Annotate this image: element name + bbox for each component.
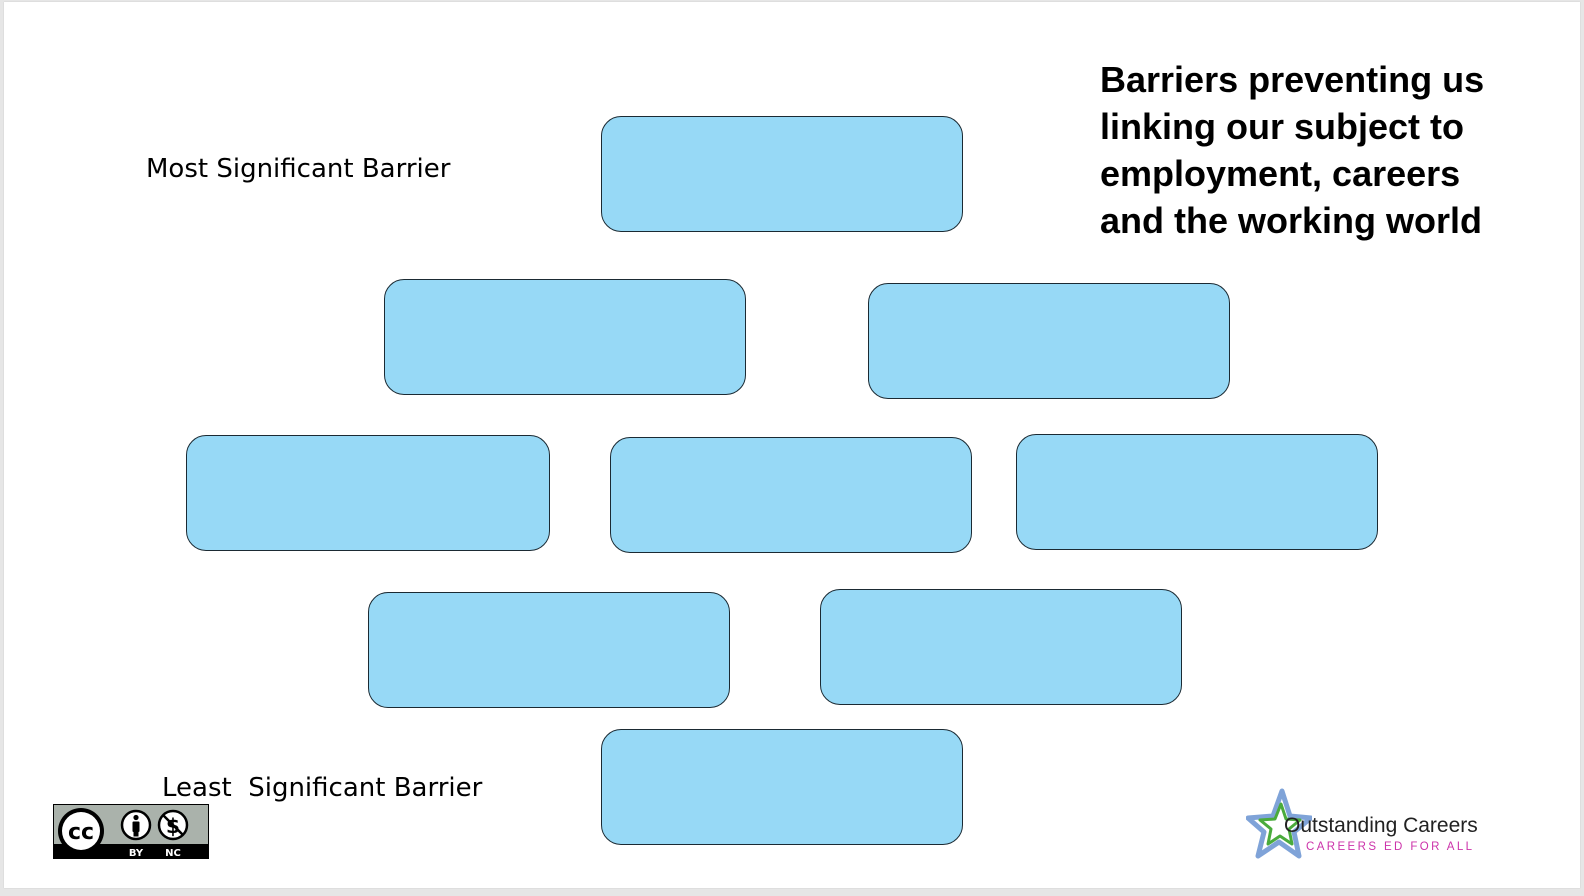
nc-text: NC	[165, 848, 181, 859]
barrier-box-rank-5[interactable]	[601, 729, 963, 845]
title-line-1: Barriers preventing us	[1100, 59, 1485, 100]
by-text: BY	[129, 848, 144, 859]
logo-name: Outstanding Careers	[1284, 814, 1478, 837]
barrier-box-rank-2b[interactable]	[868, 283, 1230, 399]
barrier-box-rank-4a[interactable]	[368, 592, 730, 708]
barrier-box-rank-2a[interactable]	[384, 279, 746, 395]
cc-by-nc-license-badge: cc $ BY NC	[53, 804, 209, 859]
slide: Barriers preventing us linking our subje…	[4, 2, 1580, 888]
logo-tagline: CAREERS ED FOR ALL	[1306, 841, 1475, 853]
barrier-box-rank-1[interactable]	[601, 116, 963, 232]
barrier-box-rank-3b[interactable]	[610, 437, 972, 553]
attribution-icon	[120, 809, 152, 841]
title-line-2: linking our subject to	[1100, 106, 1465, 147]
barrier-box-rank-3a[interactable]	[186, 435, 550, 551]
title-line-4: and the working world	[1100, 200, 1483, 241]
title-line-3: employment, careers	[1100, 153, 1461, 194]
star-icon	[1246, 788, 1312, 859]
noncommercial-icon: $	[157, 809, 189, 841]
barrier-box-rank-3c[interactable]	[1016, 434, 1378, 550]
most-significant-label: Most Significant Barrier	[146, 154, 451, 184]
barrier-box-rank-4b[interactable]	[820, 589, 1182, 705]
outstanding-careers-logo: Outstanding Careers CAREERS ED FOR ALL	[1246, 788, 1516, 864]
cc-text: cc	[68, 820, 94, 845]
least-significant-label: Least Significant Barrier	[162, 773, 483, 803]
slide-title: Barriers preventing us linking our subje…	[1100, 56, 1560, 244]
